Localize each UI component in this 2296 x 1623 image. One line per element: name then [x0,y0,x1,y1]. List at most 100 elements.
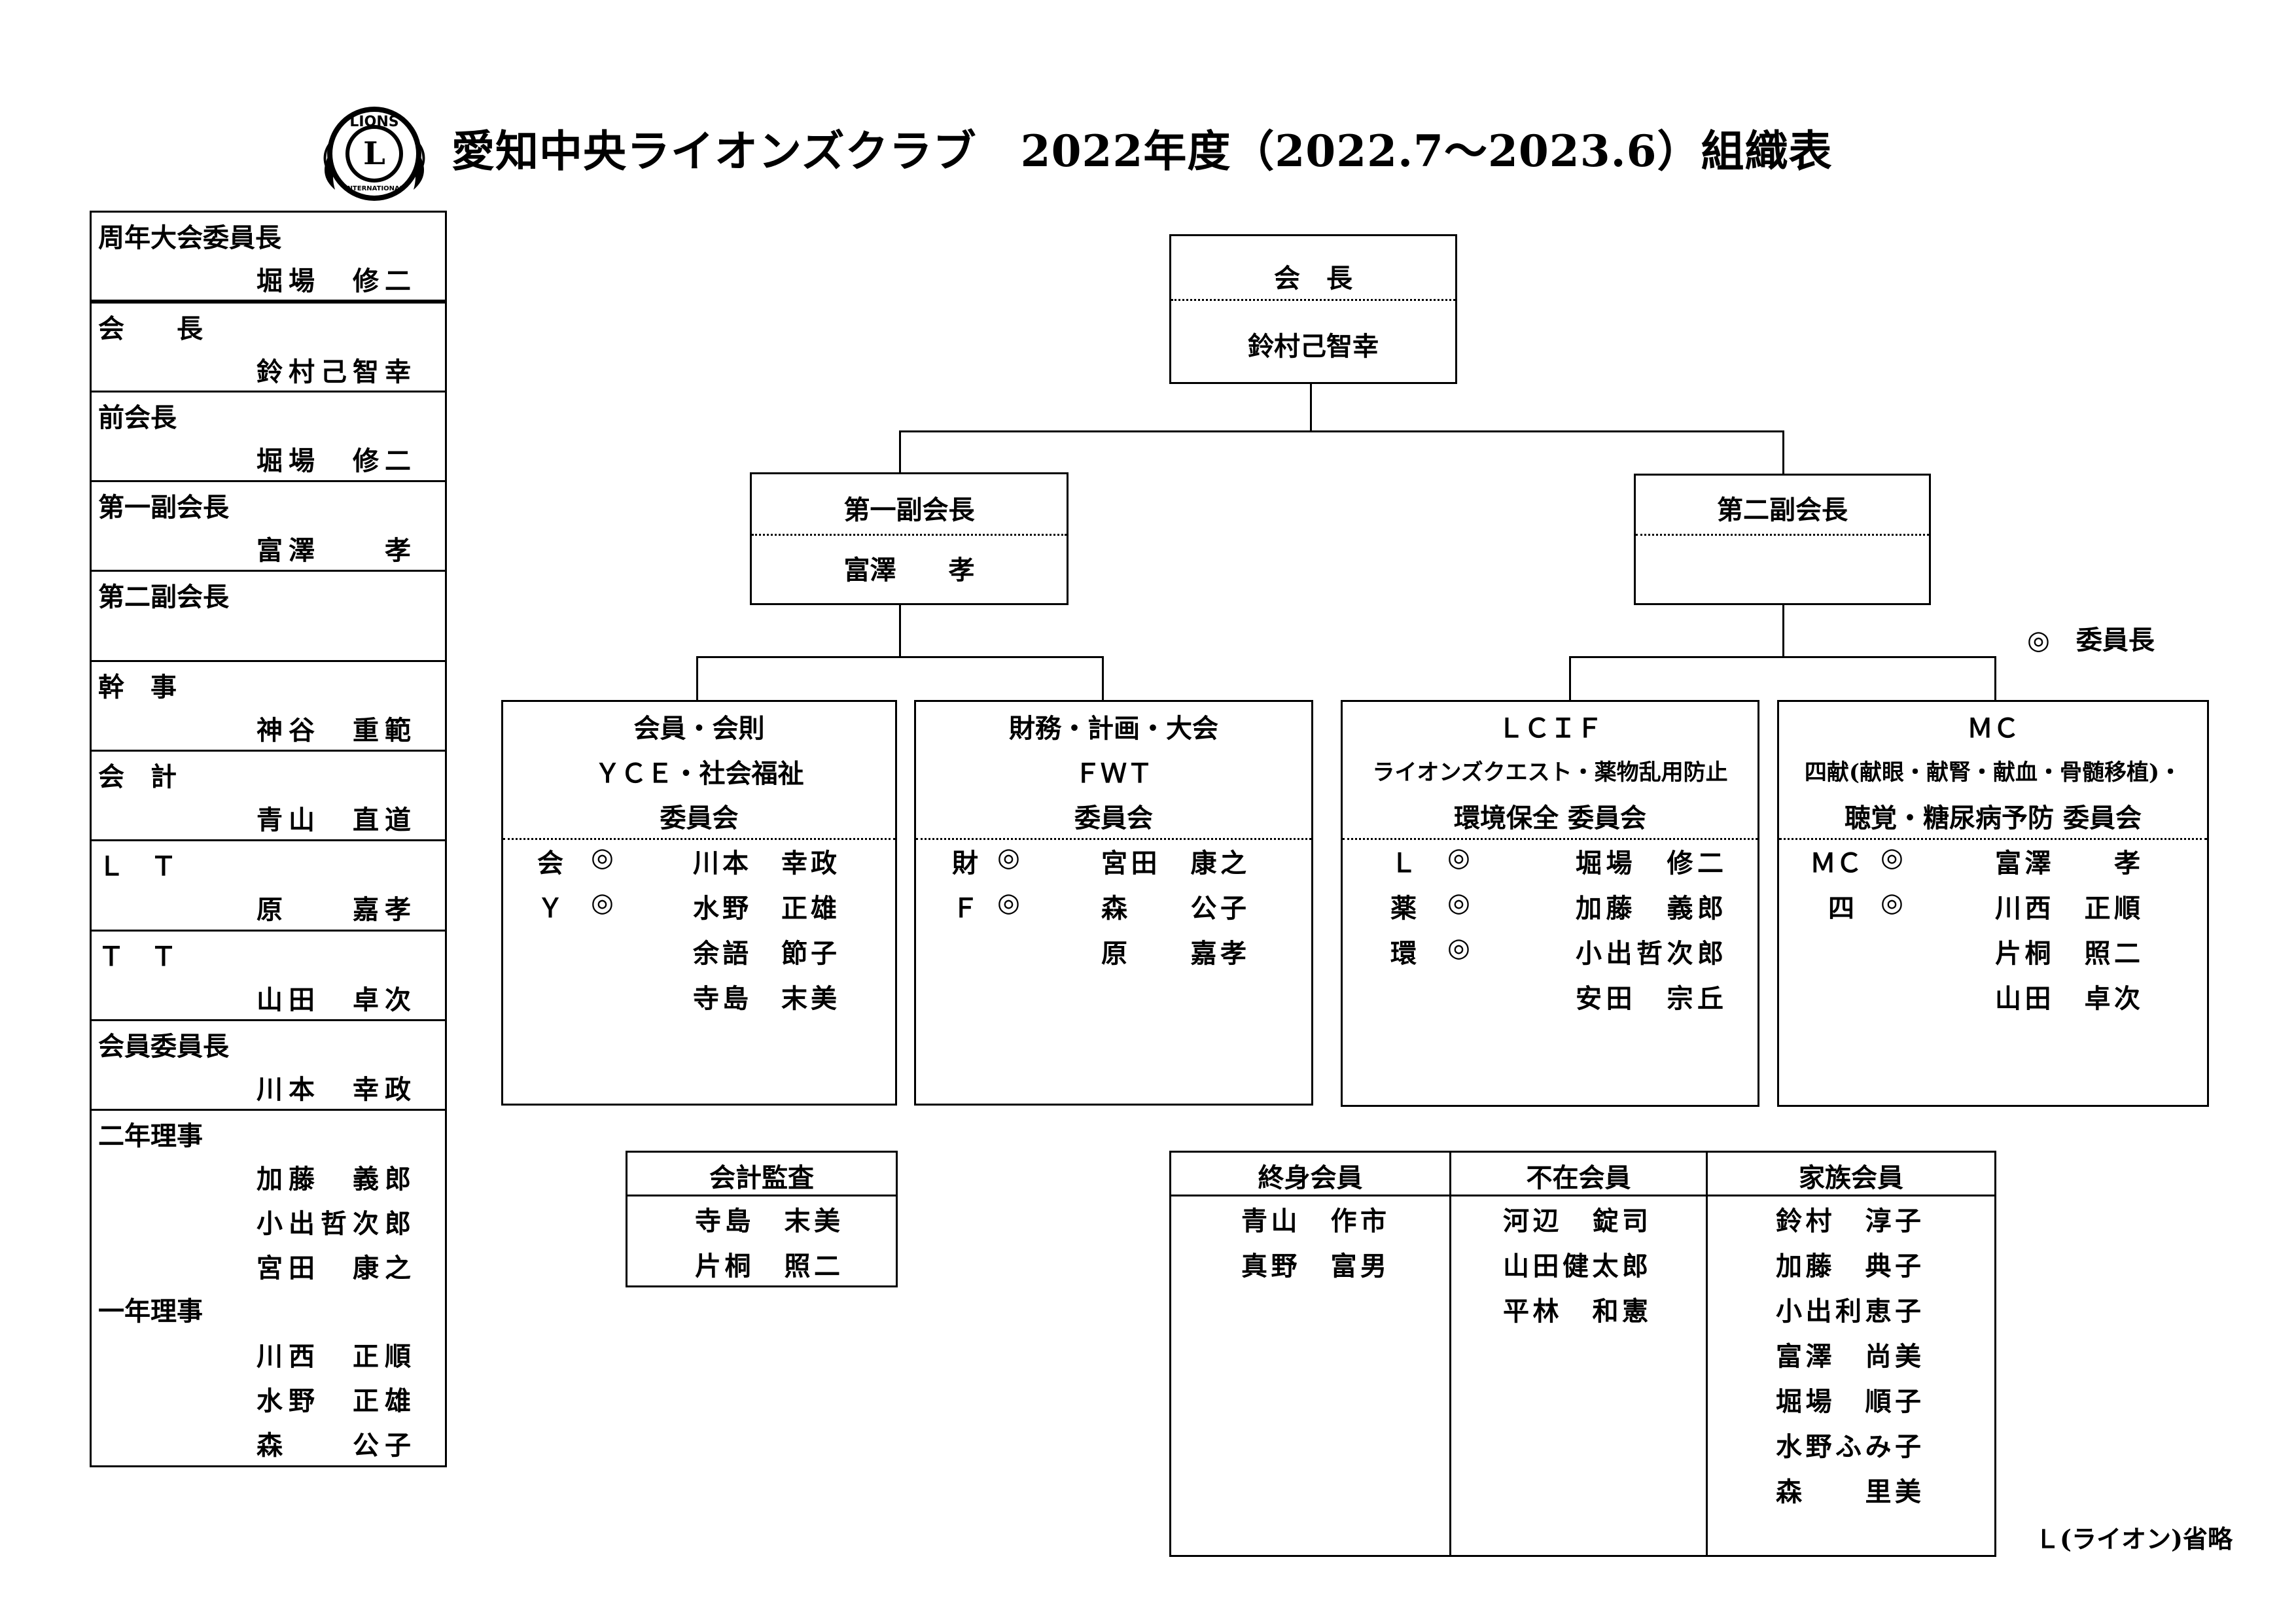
audit-box: 会計監査 寺島 末美 片桐 照二 [626,1151,898,1287]
roster-entry: 会 計 青山 直道 [92,752,445,841]
second-vp-title: 第二副会長 [1717,495,1848,525]
connector-line [1782,605,1784,657]
column-header: 家族会員 [1799,1162,1903,1193]
member-name: 原 嘉孝 [1101,938,1246,969]
president-name: 鈴村己智幸 [1248,331,1379,362]
roster-name: 富澤 孝 [256,535,411,566]
roster-entry: 会員委員長 川本 幸政 [92,1021,445,1111]
committee-title-line: ＭＣ [1967,713,2019,744]
roster-role: 会 計 [98,761,177,792]
chairman-mark: ◎ [1447,932,1470,963]
member-abbr: Ｆ [952,893,978,924]
roster-name: 青山 直道 [256,805,411,835]
member-name: 小出哲次郎 [1576,938,1723,969]
committee-title-line: 財務・計画・大会 [1009,713,1218,744]
roster-name: 加藤 義郎 [256,1164,411,1195]
member-abbr: Ｙ [537,893,563,924]
dotted-divider [503,838,895,840]
member-name: 安田 宗丘 [1576,983,1723,1014]
connector-line [1782,430,1784,475]
member-name: 余語 節子 [693,938,837,969]
member-name: 堀場 修二 [1576,848,1723,879]
roster-role: 会員委員長 [98,1031,229,1062]
roster-name: 川本 幸政 [256,1074,411,1105]
roster-role: Ｌ Ｔ [98,851,177,882]
member-abbr: 財 [952,848,978,879]
logo-lions-text: LIONS [349,114,398,130]
committee-box: 財務・計画・大会 ＦＷＴ 委員会 財 ◎ 宮田 康之 Ｆ ◎ 森 公子 原 嘉孝 [914,700,1313,1106]
connector-line [1569,656,1571,703]
logo-international-text: INTERNATIONAL [345,185,404,192]
member-name: 富澤 尚美 [1776,1341,1921,1372]
chairman-mark: ◎ [1447,887,1470,918]
member-name: 山田 卓次 [1995,983,2140,1014]
member-name: 真野 富男 [1241,1251,1386,1282]
roster-name: 神谷 重範 [256,715,411,746]
member-name: 森 公子 [1101,893,1246,924]
header-divider [1171,1195,1994,1196]
roster-entry-directors: 二年理事 加藤 義郎 小出哲次郎 宮田 康之 一年理事 川西 正順 水野 正雄 … [92,1111,445,1467]
connector-line [1569,656,1996,658]
audit-name: 寺島 末美 [695,1206,840,1236]
officer-roster: 周年大会委員長 堀場 修二 会 長 鈴村己智幸 前会長 堀場 修二 第一副会長 … [90,211,447,1467]
chairman-mark: ◎ [591,842,614,873]
member-name: 宮田 康之 [1101,848,1246,879]
column-divider [1706,1153,1708,1555]
chairman-mark: ◎ [1447,842,1470,873]
member-name: 堀場 順子 [1776,1386,1921,1417]
committee-title-line: 委員会 [1074,803,1153,833]
roster-role: 幹 事 [98,672,177,703]
lions-emblem-icon: LIONS L INTERNATIONAL [323,107,425,201]
member-abbr: 四 [1828,893,1854,924]
footnote: Ｌ(ライオン)省略 [2035,1524,2233,1554]
connector-line [1994,656,1996,703]
audit-name: 片桐 照二 [695,1251,840,1282]
member-name: 鈴村 淳子 [1776,1206,1921,1236]
member-name: 片桐 照二 [1995,938,2140,969]
first-vp-title: 第一副会長 [843,495,975,525]
roster-name: 森 公子 [256,1430,411,1461]
member-abbr: 環 [1390,938,1417,969]
roster-role: 一年理事 [98,1296,203,1327]
committee-box: ＭＣ 四献(献眼・献腎・献血・骨髄移植)・ 聴覚・糖尿病予防 委員会 ＭＣ ◎ … [1777,700,2209,1107]
roster-entry: 周年大会委員長 堀場 修二 [92,213,445,302]
member-abbr: Ｌ [1390,848,1417,879]
roster-entry: 第一副会長 富澤 孝 [92,482,445,572]
connector-line [899,605,901,657]
member-name: 森 里美 [1776,1476,1921,1507]
president-title: 会 長 [1274,263,1352,294]
dotted-divider [1343,838,1757,840]
connector-line [899,430,1784,432]
connector-line [1102,656,1104,703]
member-abbr: 薬 [1390,893,1417,924]
first-vp-name: 富澤 孝 [843,555,975,585]
roster-role: 会 長 [98,313,203,344]
roster-role: 二年理事 [98,1121,203,1151]
roster-divider [92,302,445,304]
member-name: 川本 幸政 [693,848,837,879]
member-name: 寺島 末美 [693,983,837,1014]
committee-title-line: 聴覚・糖尿病予防 委員会 [1845,803,2142,833]
roster-entry: Ｌ Ｔ 原 嘉孝 [92,841,445,932]
chairman-mark: ◎ [997,887,1020,918]
member-name: 小出利恵子 [1776,1296,1921,1327]
connector-line [1310,384,1312,432]
second-vp-box: 第二副会長 [1634,474,1931,605]
chairman-mark: ◎ [1881,842,1903,873]
roster-name: 堀場 修二 [256,445,411,476]
member-name: 加藤 典子 [1776,1251,1921,1282]
member-categories-table: 終身会員 不在会員 家族会員 青山 作市 真野 富男 河辺 錠司 山田健太郎 平… [1169,1151,1996,1557]
roster-role: 第二副会長 [98,582,229,612]
roster-role: Ｔ Ｔ [98,941,177,972]
committee-title-line: 四献(献眼・献腎・献血・骨髄移植)・ [1804,759,2182,786]
committee-title-line: ライオンズクエスト・薬物乱用防止 [1372,759,1728,786]
roster-name: 堀場 修二 [256,266,411,296]
roster-name: 山田 卓次 [256,985,411,1015]
roster-entry: 前会長 堀場 修二 [92,393,445,482]
roster-name: 川西 正順 [256,1341,411,1372]
connector-line [696,656,698,703]
committee-box: 会員・会則 ＹＣＥ・社会福祉 委員会 会 ◎ 川本 幸政 Ｙ ◎ 水野 正雄 余… [501,700,897,1106]
roster-name: 水野 正雄 [256,1386,411,1416]
page-title: 愛知中央ライオンズクラブ 2022年度（2022.7～2023.6）組織表 [451,126,1833,177]
roster-entry: 第二副会長 [92,572,445,662]
